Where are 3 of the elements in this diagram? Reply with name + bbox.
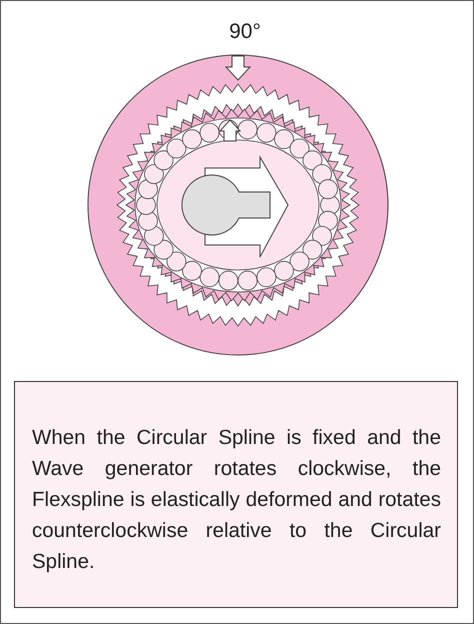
angle-label: 90° — [228, 20, 262, 44]
description-text: When the Circular Spline is fixed and the Wave generator rotates clockwise, the Flexspline is elastically deformed and rotates counterclockwise relative to the Circular Spline. — [32, 425, 441, 575]
text-panel — [14, 381, 458, 608]
